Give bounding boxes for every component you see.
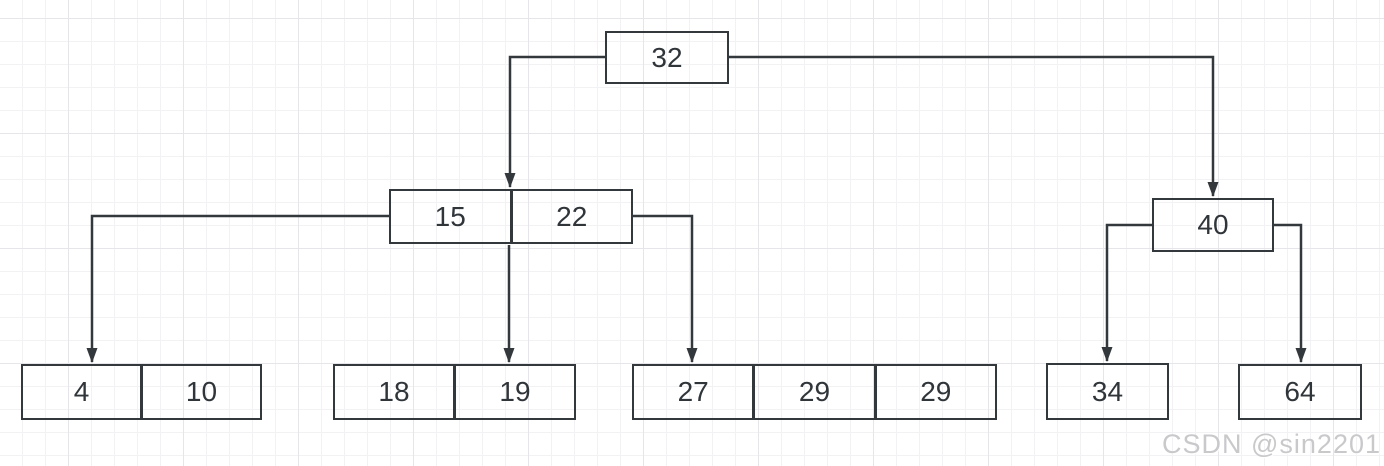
tree-node-key: 40 [1197, 209, 1229, 240]
tree-node-key: 29 [752, 366, 873, 418]
tree-node-leaf-3: 27 29 29 [632, 364, 997, 420]
tree-node-key: 29 [873, 366, 995, 418]
tree-node-key: 15 [434, 200, 466, 232]
edge-branch-left-to-leaf-1 [86, 214, 389, 363]
tree-node-key: 22 [509, 191, 632, 242]
edge-branch-right-to-leaf-4 [1101, 223, 1152, 362]
edge-branch-left-to-leaf-3 [633, 214, 698, 363]
tree-node-key: 34 [1091, 375, 1124, 407]
tree-node-key: 4 [73, 376, 90, 407]
tree-node-leaf-5: 64 [1238, 364, 1362, 420]
tree-node-key: 18 [378, 376, 410, 407]
tree-node-branch-left: 15 22 [389, 189, 633, 244]
edge-root-to-branch-right [729, 55, 1219, 197]
tree-node-key: 10 [140, 366, 260, 418]
tree-node-key: 19 [453, 366, 574, 418]
tree-node-leaf-2: 18 19 [333, 364, 576, 420]
edge-root-to-branch-left [504, 55, 605, 188]
tree-node-key: 27 [677, 376, 709, 407]
tree-node-leaf-4: 34 [1046, 363, 1169, 420]
tree-node-key: 32 [651, 41, 683, 73]
csdn-watermark: CSDN @sin2201 [1162, 429, 1381, 459]
edge-branch-right-to-leaf-5 [1274, 223, 1307, 363]
tree-node-branch-right: 40 [1152, 198, 1274, 252]
tree-node-root: 32 [605, 31, 729, 84]
tree-node-leaf-1: 4 10 [21, 364, 262, 420]
tree-node-key: 64 [1284, 376, 1316, 407]
